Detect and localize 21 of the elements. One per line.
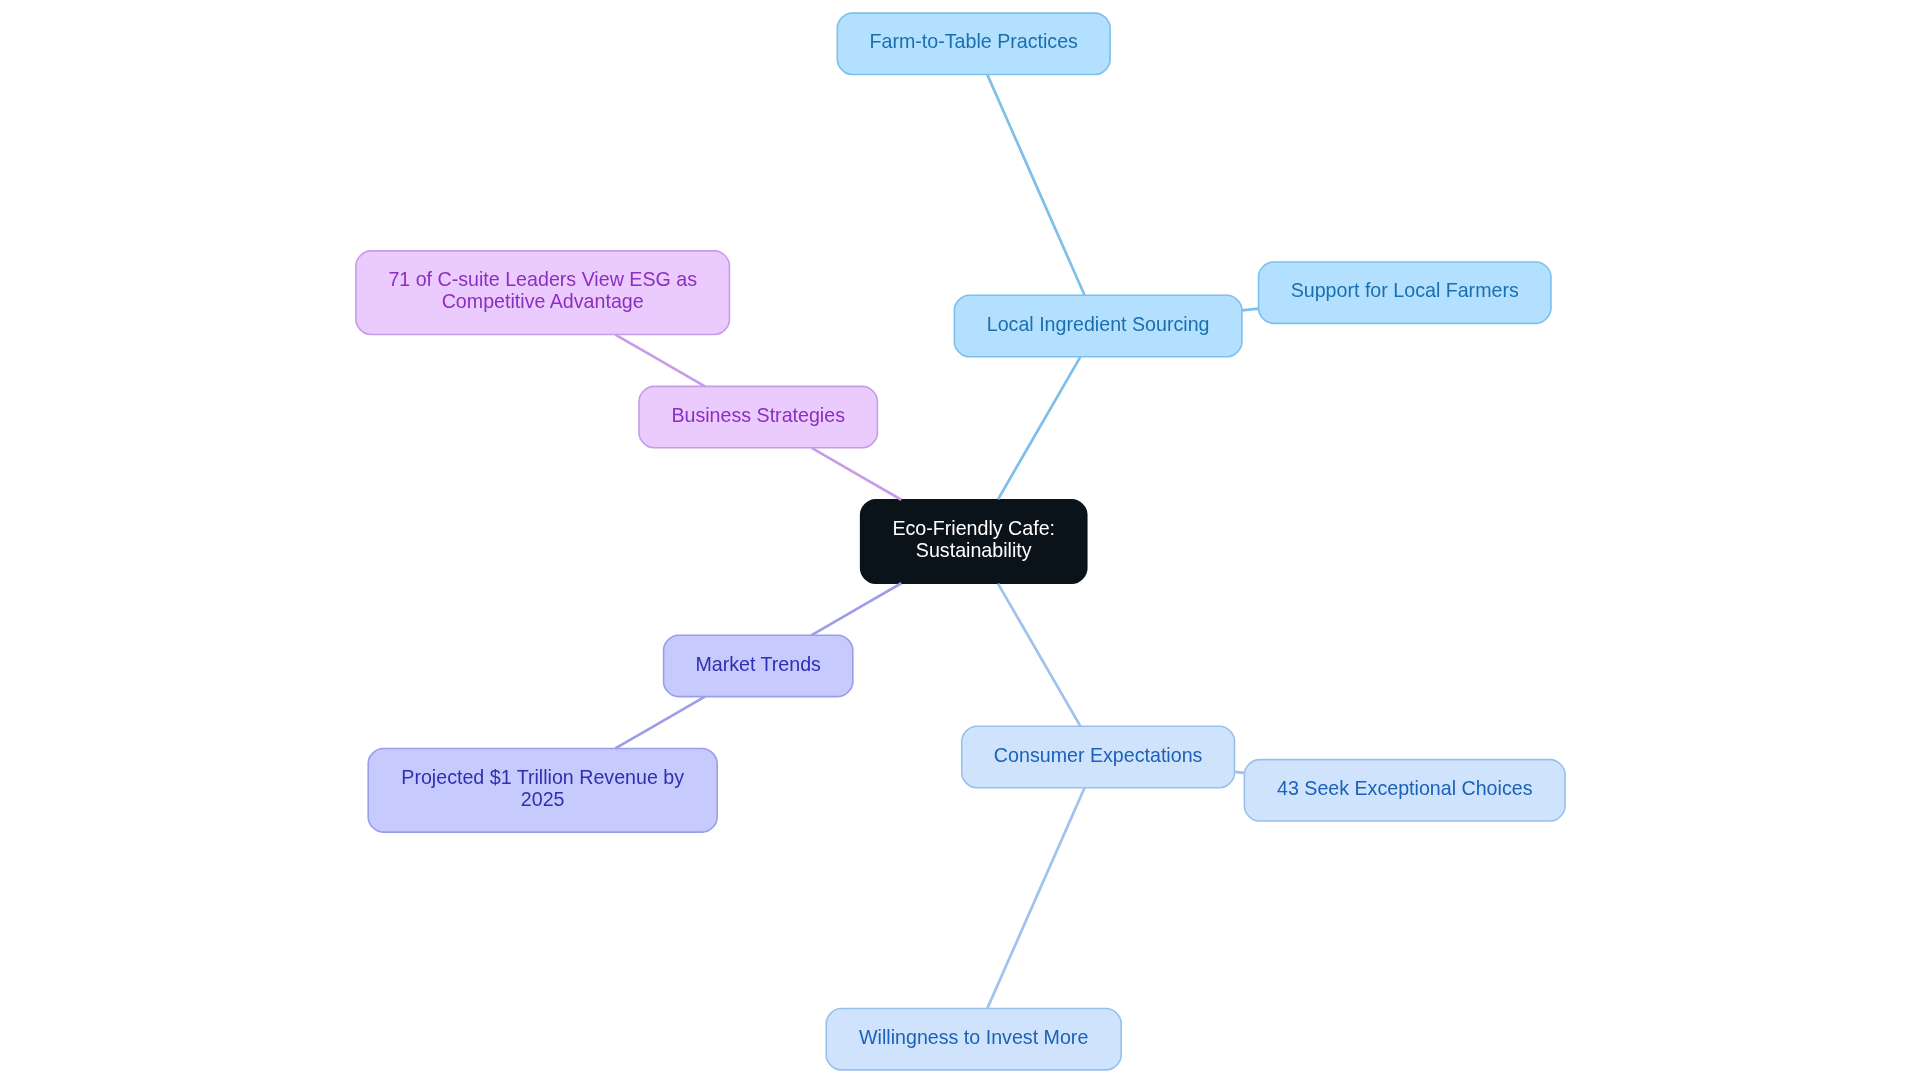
connector [1234,770,1244,775]
node-box: Farm-to-Table Practices [836,12,1111,76]
node-box: Eco-Friendly Cafe: Sustainability [859,498,1088,585]
node-box: 43 Seek Exceptional Choices [1243,758,1566,822]
node-box: Support for Local Farmers [1257,261,1552,325]
connector [614,333,706,388]
node-box: 71 of C-suite Leaders View ESG as Competitive Advantage [354,250,730,336]
node-box: Market Trends [662,634,854,698]
connector [996,582,1081,727]
connector [810,446,902,501]
node-box: Business Strategies [637,385,878,449]
connector [985,787,1086,1009]
node-box: Consumer Expectations [960,725,1235,789]
node-box: Local Ingredient Sourcing [953,294,1243,358]
connector [996,356,1081,501]
connector [985,74,1086,296]
connector [614,695,706,750]
connector [1241,307,1258,312]
node-box: Willingness to Invest More [824,1007,1122,1071]
connector [810,582,902,637]
node-box: Projected $1 Trillion Revenue by 2025 [366,747,718,833]
